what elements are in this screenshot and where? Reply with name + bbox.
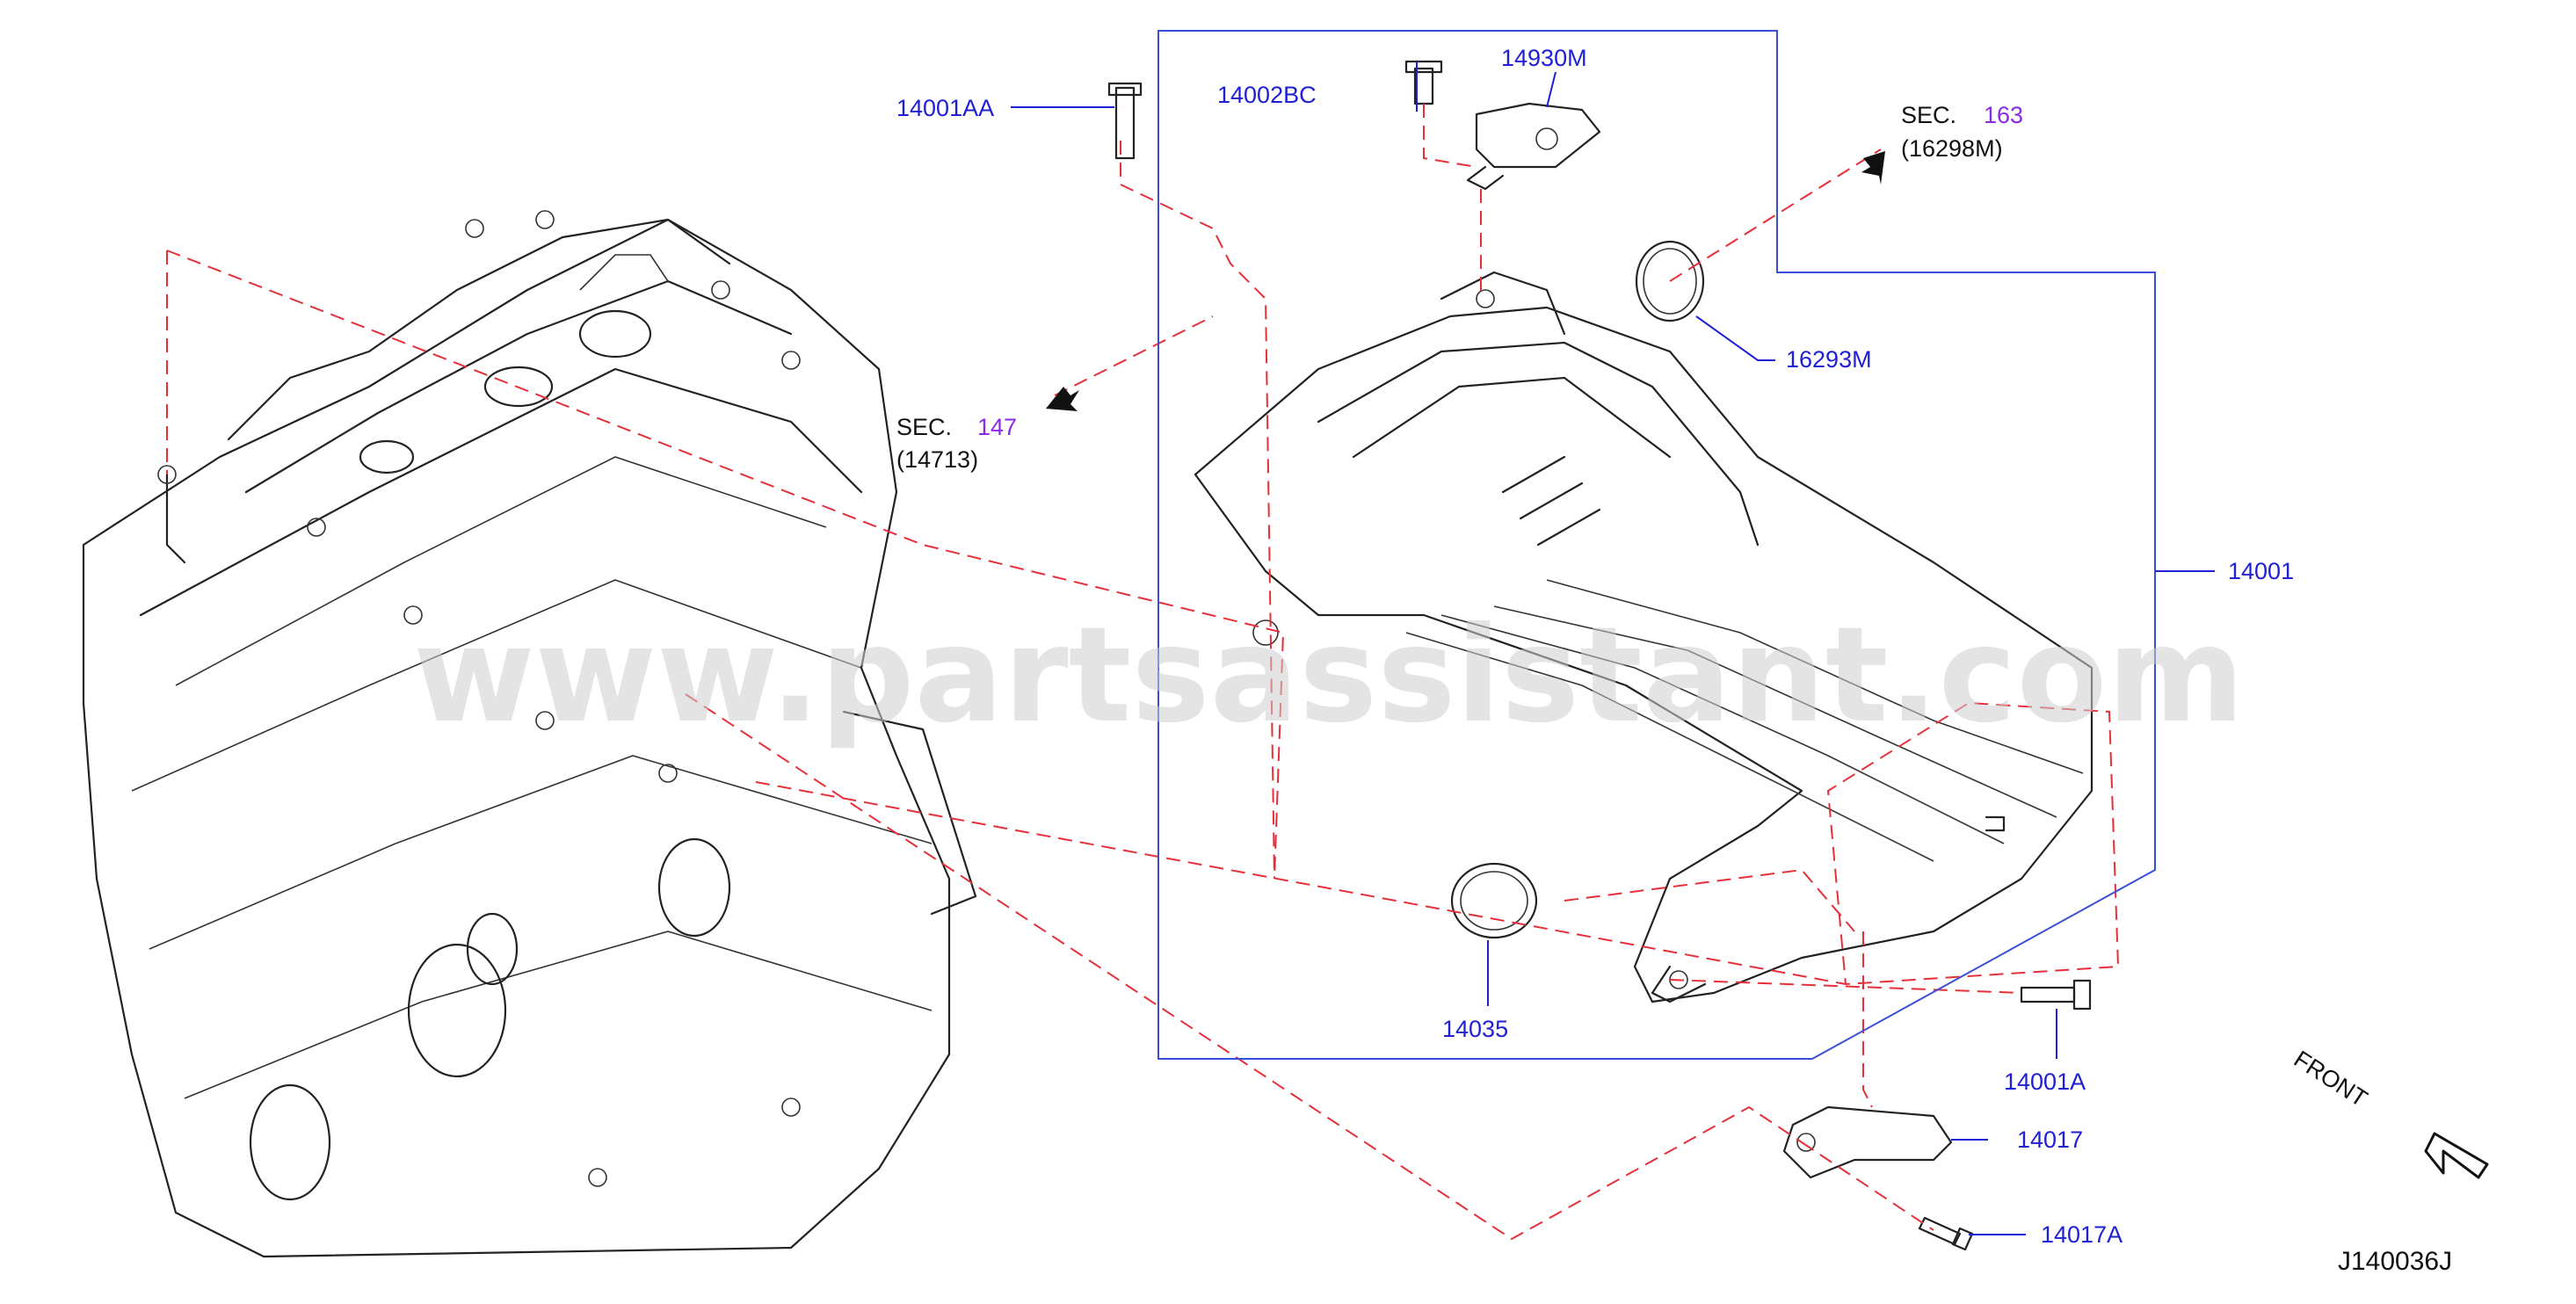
section-ref-147[interactable]: SEC. 147 (14713): [896, 414, 1017, 473]
drawing-code: J140036J: [2338, 1247, 2452, 1276]
sec-163-arrow: [1861, 151, 1885, 185]
section-prefix: SEC.: [1901, 102, 1956, 128]
callout-14017[interactable]: 14017: [2017, 1127, 2083, 1153]
watermark-text: www.partsassistant.com: [413, 599, 2245, 752]
section-number[interactable]: 163: [1984, 102, 2023, 128]
assembly-dashed-lines: [166, 104, 2120, 1241]
callout-14017A[interactable]: 14017A: [2041, 1221, 2122, 1248]
callout-14002BC[interactable]: 14002BC: [1217, 82, 1317, 108]
leader-lines: [1011, 62, 2215, 1235]
section-sub: (14713): [896, 446, 978, 473]
callout-14035[interactable]: 14035: [1442, 1016, 1508, 1042]
callout-14001AA[interactable]: 14001AA: [896, 95, 994, 121]
section-ref-163[interactable]: SEC. 163 (16298M): [1901, 102, 2023, 162]
assembly-frame-14001: [1157, 30, 2156, 1060]
sec-147-arrow: [1046, 387, 1079, 411]
front-label: FRONT: [2289, 1046, 2372, 1112]
callout-14930M[interactable]: 14930M: [1501, 45, 1587, 71]
intake-manifold-illustration: [1107, 60, 2093, 1251]
front-arrow: [2424, 1132, 2489, 1179]
callout-16293M[interactable]: 16293M: [1786, 346, 1872, 373]
callout-14001[interactable]: 14001: [2228, 558, 2294, 584]
callout-14001A[interactable]: 14001A: [2004, 1069, 2086, 1095]
section-sub: (16298M): [1901, 135, 2003, 162]
engine-block-illustration: [82, 210, 977, 1258]
section-prefix: SEC.: [896, 414, 952, 440]
section-number[interactable]: 147: [977, 414, 1017, 440]
